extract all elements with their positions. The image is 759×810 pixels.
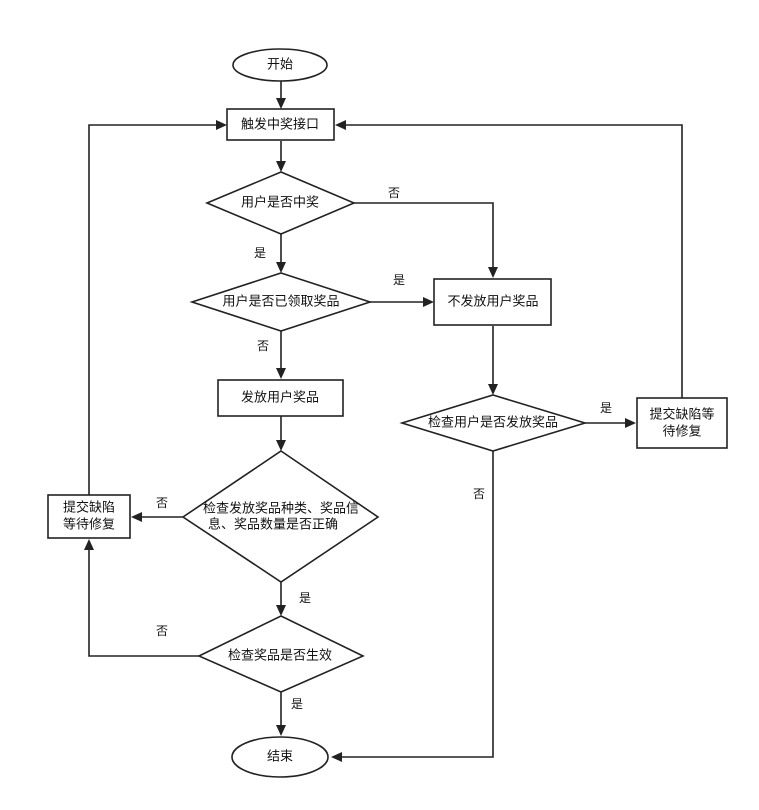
node-submit-left: 提交缺陷 等待修复	[47, 494, 131, 539]
node-check-issued-label: 检查用户是否发放奖品	[428, 415, 558, 431]
arrow-to-issue	[276, 368, 286, 379]
edge-winner-no	[354, 202, 494, 269]
label-prize-yes: 是	[299, 591, 311, 605]
node-start: 开始	[232, 48, 328, 82]
edge-submitright-trigger	[346, 124, 683, 398]
node-check-valid-label: 检查奖品是否生效	[228, 649, 332, 664]
node-submit-right-line1: 提交缺陷等	[649, 407, 714, 423]
arrow-to-noissue-left	[423, 297, 434, 307]
node-submit-right-line2: 待修复	[662, 425, 701, 440]
arrow-to-end-right	[331, 752, 342, 762]
arrow-to-submitleft-bottom	[84, 539, 94, 550]
node-is-winner: 用户是否中奖	[204, 171, 357, 235]
node-is-winner-label: 用户是否中奖	[241, 195, 319, 211]
edges	[88, 81, 683, 758]
node-check-prize-line1: 检查发放奖品种类、奖品信	[203, 501, 359, 517]
label-claimed-no: 否	[257, 339, 269, 353]
label-winner-yes: 是	[254, 246, 266, 260]
node-end: 结束	[231, 736, 329, 778]
arrow-to-trigger-right	[335, 120, 346, 130]
edge-submitleft-trigger	[88, 124, 217, 495]
node-check-prize-line2: 息、奖品数量是否正确	[208, 517, 338, 533]
arrow-to-checkissued	[488, 384, 498, 395]
node-claimed-label: 用户是否已领取奖品	[222, 294, 339, 310]
edge-valid-no	[88, 549, 199, 657]
arrow-to-submitright	[625, 418, 636, 428]
node-check-valid: 检查奖品是否生效	[197, 615, 365, 693]
node-issue-label: 发放用户奖品	[241, 390, 319, 406]
node-trigger-label: 触发中奖接口	[241, 117, 319, 133]
arrow-to-claimed	[276, 262, 286, 273]
label-issued-yes: 是	[600, 401, 612, 415]
node-no-issue-label: 不发放用户奖品	[447, 294, 538, 310]
node-issue: 发放用户奖品	[217, 379, 344, 417]
arrow-to-end	[276, 725, 286, 736]
label-claimed-yes: 是	[393, 273, 405, 287]
node-claimed: 用户是否已领取奖品	[189, 272, 373, 332]
label-valid-no: 否	[156, 624, 168, 638]
edge-issued-no	[340, 451, 494, 758]
label-valid-yes: 是	[291, 697, 303, 711]
arrow-to-checkprize	[276, 440, 286, 451]
node-trigger: 触发中奖接口	[226, 108, 335, 141]
node-submit-right: 提交缺陷等 待修复	[636, 397, 728, 449]
label-winner-no: 否	[388, 186, 400, 200]
node-no-issue: 不发放用户奖品	[433, 278, 552, 326]
label-prize-no: 否	[156, 496, 168, 510]
arrow-to-checkvalid	[276, 605, 286, 616]
node-check-issued: 检查用户是否发放奖品	[399, 394, 588, 452]
node-start-label: 开始	[267, 58, 293, 73]
arrowheads	[84, 98, 636, 762]
arrow-to-trigger	[276, 98, 286, 109]
node-submit-left-line1: 提交缺陷	[63, 500, 115, 516]
node-submit-left-line2: 等待修复	[63, 517, 115, 533]
arrow-to-winner	[276, 161, 286, 172]
label-issued-no: 否	[473, 487, 485, 501]
node-check-prize: 检查发放奖品种类、奖品信 息、奖品数量是否正确	[181, 450, 380, 583]
arrow-to-trigger-left	[216, 120, 227, 130]
arrow-to-submitleft	[131, 512, 142, 522]
node-end-label: 结束	[267, 750, 293, 765]
arrow-to-noissue-top	[488, 267, 498, 278]
edge-labels: 否 是 是 否 是 否 否 是 否 是	[156, 186, 612, 711]
